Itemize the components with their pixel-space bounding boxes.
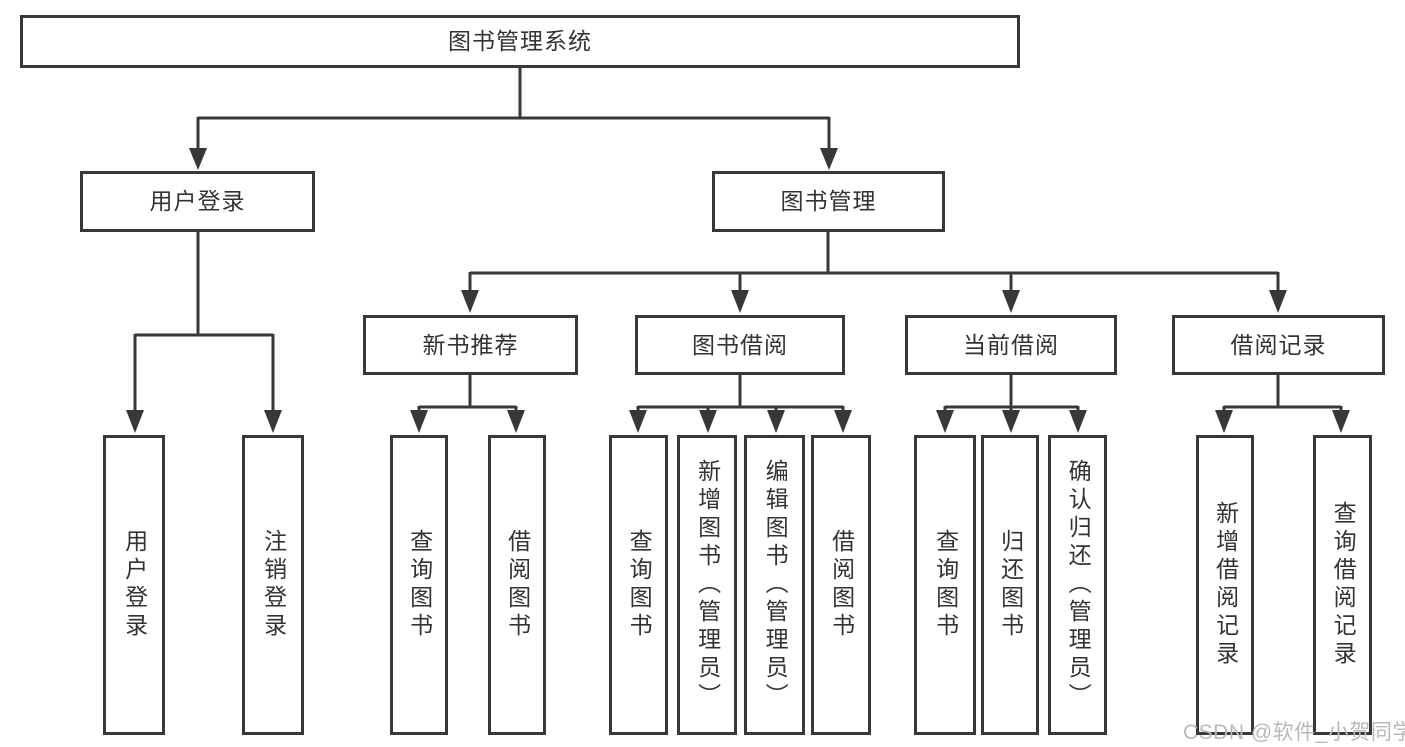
leaf-confirm-return-admin-label: 确认归还（管理员）: [1065, 459, 1092, 711]
leaf-add-books-admin: 新增图书（管理员）: [677, 435, 737, 735]
leaf-add-books-admin-label: 新增图书（管理员）: [694, 459, 721, 711]
leaf-borrow-books-label: 借阅图书: [828, 529, 855, 641]
leaf-user-login: 用户登录: [103, 435, 165, 735]
node-borrow-records: 借阅记录: [1172, 315, 1385, 375]
node-current-borrow-label: 当前借阅: [963, 331, 1059, 358]
leaf-recommend-query-books: 查询图书: [390, 435, 448, 735]
leaf-return-books-label: 归还图书: [997, 529, 1024, 641]
leaf-borrow-query-books-label: 查询图书: [626, 529, 653, 641]
leaf-borrow-books: 借阅图书: [811, 435, 871, 735]
leaf-recommend-query-books-label: 查询图书: [406, 529, 433, 641]
branch-user-login-label: 用户登录: [149, 188, 246, 214]
branch-user-login: 用户登录: [80, 171, 315, 232]
node-new-book-recommend-label: 新书推荐: [422, 331, 519, 358]
leaf-query-borrow-record: 查询借阅记录: [1313, 435, 1372, 735]
leaf-recommend-borrow-books-label: 借阅图书: [504, 529, 531, 641]
node-book-borrow-label: 图书借阅: [692, 331, 788, 358]
branch-book-management-label: 图书管理: [780, 188, 877, 214]
leaf-user-login-label: 用户登录: [121, 529, 148, 641]
leaf-edit-books-admin-label: 编辑图书（管理员）: [762, 459, 789, 711]
node-new-book-recommend: 新书推荐: [363, 315, 578, 375]
csdn-watermark: CSDN @软件_小贺同学: [1183, 721, 1405, 744]
root-node-label: 图书管理系统: [448, 28, 592, 54]
node-current-borrow: 当前借阅: [905, 315, 1117, 375]
leaf-current-query-books-label: 查询图书: [932, 529, 959, 641]
branch-book-management: 图书管理: [712, 171, 945, 232]
leaf-recommend-borrow-books: 借阅图书: [488, 435, 546, 735]
leaf-logout: 注销登录: [242, 435, 304, 735]
root-node: 图书管理系统: [20, 15, 1020, 68]
leaf-return-books: 归还图书: [981, 435, 1039, 735]
leaf-borrow-query-books: 查询图书: [609, 435, 668, 735]
node-borrow-records-label: 借阅记录: [1230, 331, 1327, 358]
leaf-add-borrow-record-label: 新增借阅记录: [1212, 501, 1239, 669]
leaf-edit-books-admin: 编辑图书（管理员）: [744, 435, 805, 735]
node-book-borrow: 图书借阅: [635, 315, 845, 375]
leaf-current-query-books: 查询图书: [914, 435, 976, 735]
leaf-add-borrow-record: 新增借阅记录: [1196, 435, 1254, 735]
leaf-logout-label: 注销登录: [260, 529, 287, 641]
leaf-confirm-return-admin: 确认归还（管理员）: [1048, 435, 1107, 735]
leaf-query-borrow-record-label: 查询借阅记录: [1330, 501, 1357, 669]
